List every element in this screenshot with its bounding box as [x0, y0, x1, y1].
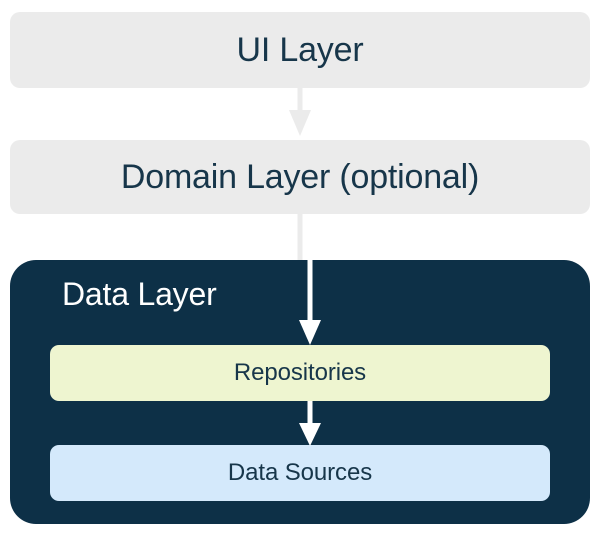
data-sources-label: Data Sources: [227, 459, 373, 486]
ui-layer-box[interactable]: UI Layer: [10, 12, 590, 88]
arrow-repositories-to-data-sources-icon: [299, 401, 321, 446]
arrow-ui-to-domain-icon: [289, 86, 311, 136]
domain-layer-label: Domain Layer (optional): [120, 158, 480, 196]
data-sources-box[interactable]: Data Sources: [50, 445, 550, 501]
data-layer-label: Data Layer: [62, 276, 217, 312]
repositories-label: Repositories: [233, 359, 367, 386]
domain-layer-box[interactable]: Domain Layer (optional): [10, 140, 590, 214]
ui-layer-label: UI Layer: [236, 31, 364, 69]
repositories-box[interactable]: Repositories: [50, 345, 550, 401]
data-layer-container[interactable]: Data Layer Repositories Data Sources: [10, 212, 590, 524]
arrow-domain-to-repositories-outer-icon: [297, 212, 303, 264]
arrow-domain-to-repositories-inner-icon: [299, 212, 321, 345]
